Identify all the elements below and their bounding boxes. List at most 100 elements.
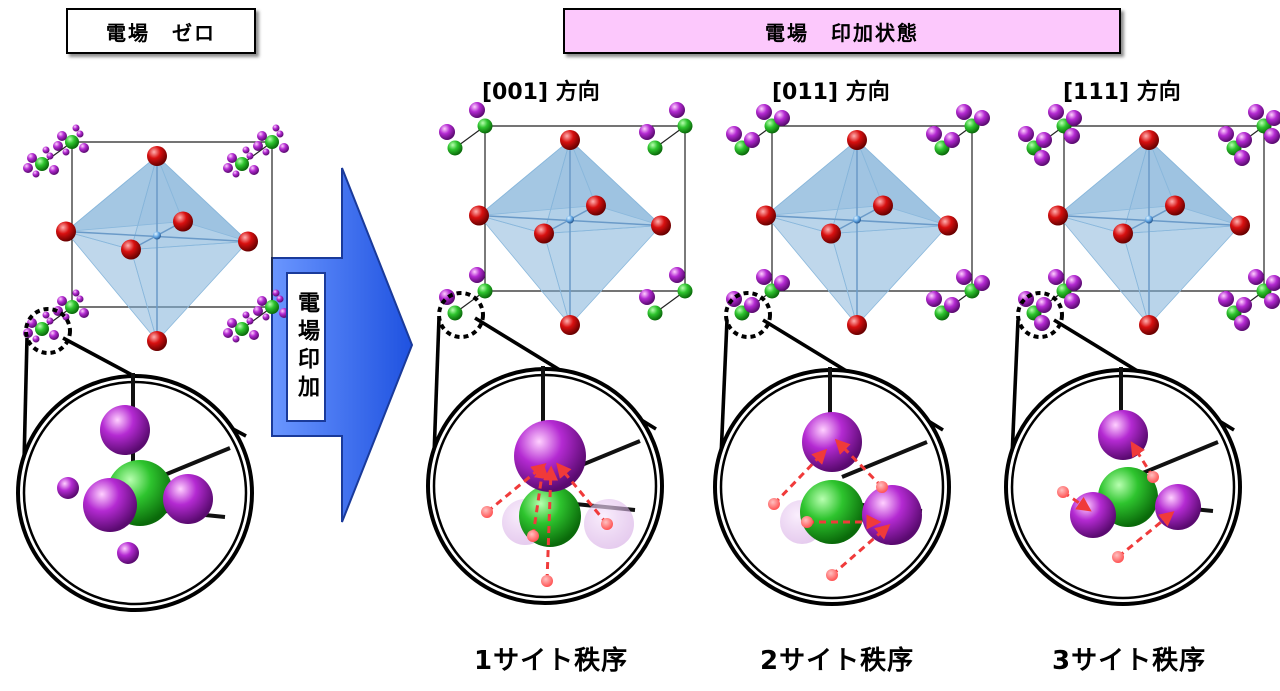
halogen-atom bbox=[23, 163, 33, 173]
halogen-atom bbox=[1064, 128, 1080, 144]
halogen-atom bbox=[726, 126, 742, 142]
oxygen-atom bbox=[756, 205, 776, 226]
halogen-atom bbox=[1248, 269, 1264, 285]
halogen-atom bbox=[862, 485, 922, 545]
halogen-atom bbox=[802, 412, 862, 472]
a-site-atom bbox=[477, 118, 493, 134]
original-position-marker bbox=[1112, 551, 1124, 563]
a-site-atom bbox=[35, 157, 49, 171]
oxygen-atom bbox=[1113, 223, 1133, 244]
oxygen-atom bbox=[469, 205, 489, 226]
halogen-atom bbox=[756, 269, 772, 285]
zoom-leader-line bbox=[719, 319, 729, 458]
a-site-atom bbox=[265, 300, 279, 314]
displacement-arrow bbox=[1130, 441, 1155, 478]
halogen-atom bbox=[117, 542, 139, 564]
halogen-atom bbox=[262, 148, 270, 156]
direction-label-111: [111] 方向 bbox=[1063, 80, 1181, 105]
zoom-leader-line bbox=[22, 337, 29, 464]
zoom-region-marker bbox=[437, 291, 485, 339]
a-site-atom bbox=[477, 283, 493, 299]
halogen-atom bbox=[72, 124, 80, 132]
halogen-atom bbox=[72, 289, 80, 297]
zoom-view-3 bbox=[1004, 318, 1242, 606]
halogen-atom bbox=[1234, 315, 1250, 331]
halogen-atom bbox=[46, 317, 54, 325]
halogen-atom bbox=[956, 269, 972, 285]
halogen-atom bbox=[272, 289, 280, 297]
oxygen-atom bbox=[560, 130, 580, 150]
halogen-atom bbox=[62, 148, 70, 156]
halogen-atom bbox=[232, 170, 240, 178]
halogen-atom bbox=[232, 335, 240, 343]
order-label-2site: 2サイト秩序 bbox=[760, 646, 915, 676]
halogen-atom bbox=[1064, 293, 1080, 309]
oxygen-octahedron-face bbox=[543, 225, 662, 326]
halogen-atom bbox=[253, 141, 263, 151]
halogen-atom bbox=[1234, 150, 1250, 166]
halogen-atom bbox=[49, 165, 59, 175]
bond-line bbox=[1132, 440, 1219, 479]
perovskite-unit-cell-2 bbox=[724, 104, 990, 339]
zoom-view-0 bbox=[16, 336, 254, 612]
field-zero-label: 電場 ゼロ bbox=[106, 20, 216, 45]
halogen-atom bbox=[249, 330, 259, 340]
halogen-atom bbox=[53, 141, 63, 151]
a-site-atom bbox=[677, 118, 693, 134]
halogen-atom bbox=[42, 311, 50, 319]
field-applied-label: 電場 印加状態 bbox=[765, 20, 919, 45]
oxygen-atom bbox=[1048, 205, 1068, 226]
halogen-atom bbox=[1236, 132, 1252, 148]
original-position-marker bbox=[768, 498, 780, 510]
halogen-atom bbox=[1034, 150, 1050, 166]
zoom-view-2 bbox=[713, 318, 951, 606]
halogen-atom bbox=[956, 104, 972, 120]
oxygen-atom bbox=[821, 223, 841, 244]
b-site-atom bbox=[566, 215, 574, 224]
perovskite-unit-cell-3 bbox=[1016, 104, 1280, 339]
halogen-atom bbox=[744, 132, 760, 148]
oxygen-octahedron-face bbox=[130, 241, 249, 342]
halogen-atom bbox=[27, 153, 37, 163]
perovskite-unit-cell-1 bbox=[437, 102, 693, 339]
halogen-atom bbox=[974, 275, 990, 291]
oxygen-atom bbox=[56, 221, 76, 242]
a-site-atom bbox=[235, 322, 249, 336]
halogen-atom bbox=[32, 170, 40, 178]
oxygen-octahedron-face bbox=[1056, 139, 1176, 217]
halogen-atom bbox=[272, 124, 280, 132]
halogen-atom bbox=[42, 146, 50, 154]
zoom-region-marker bbox=[1016, 291, 1064, 339]
halogen-atom bbox=[276, 130, 284, 138]
oxygen-octahedron-face bbox=[764, 139, 884, 217]
halogen-atom bbox=[257, 131, 267, 141]
halogen-atom bbox=[639, 124, 655, 140]
a-site-atom bbox=[235, 157, 249, 171]
oxygen-atom bbox=[873, 195, 893, 216]
halogen-atom bbox=[242, 311, 250, 319]
oxygen-octahedron-face bbox=[830, 225, 949, 326]
halogen-atom bbox=[944, 132, 960, 148]
oxygen-octahedron-face bbox=[1122, 225, 1241, 326]
a-site-atom bbox=[677, 283, 693, 299]
halogen-atom bbox=[49, 330, 59, 340]
field-application-arrow-label: 電場印加 bbox=[286, 272, 326, 422]
halogen-atom bbox=[76, 130, 84, 138]
halogen-atom bbox=[744, 297, 760, 313]
a-site-atom bbox=[65, 300, 79, 314]
halogen-atom bbox=[253, 306, 263, 316]
original-position-marker bbox=[481, 506, 493, 518]
field-application-arrow bbox=[271, 167, 414, 523]
halogen-atom bbox=[1066, 275, 1082, 291]
halogen-atom bbox=[227, 153, 237, 163]
original-position-marker bbox=[527, 530, 539, 542]
field-zero-label-box: 電場 ゼロ bbox=[66, 8, 256, 54]
halogen-atom bbox=[1218, 291, 1234, 307]
halogen-atom bbox=[83, 478, 137, 532]
halogen-atom bbox=[242, 146, 250, 154]
order-label-1site: 1サイト秩序 bbox=[474, 646, 629, 676]
halogen-atom bbox=[227, 318, 237, 328]
perovskite-unit-cell-0 bbox=[23, 124, 289, 355]
halogen-atom bbox=[1070, 492, 1116, 538]
oxygen-atom bbox=[651, 215, 671, 236]
